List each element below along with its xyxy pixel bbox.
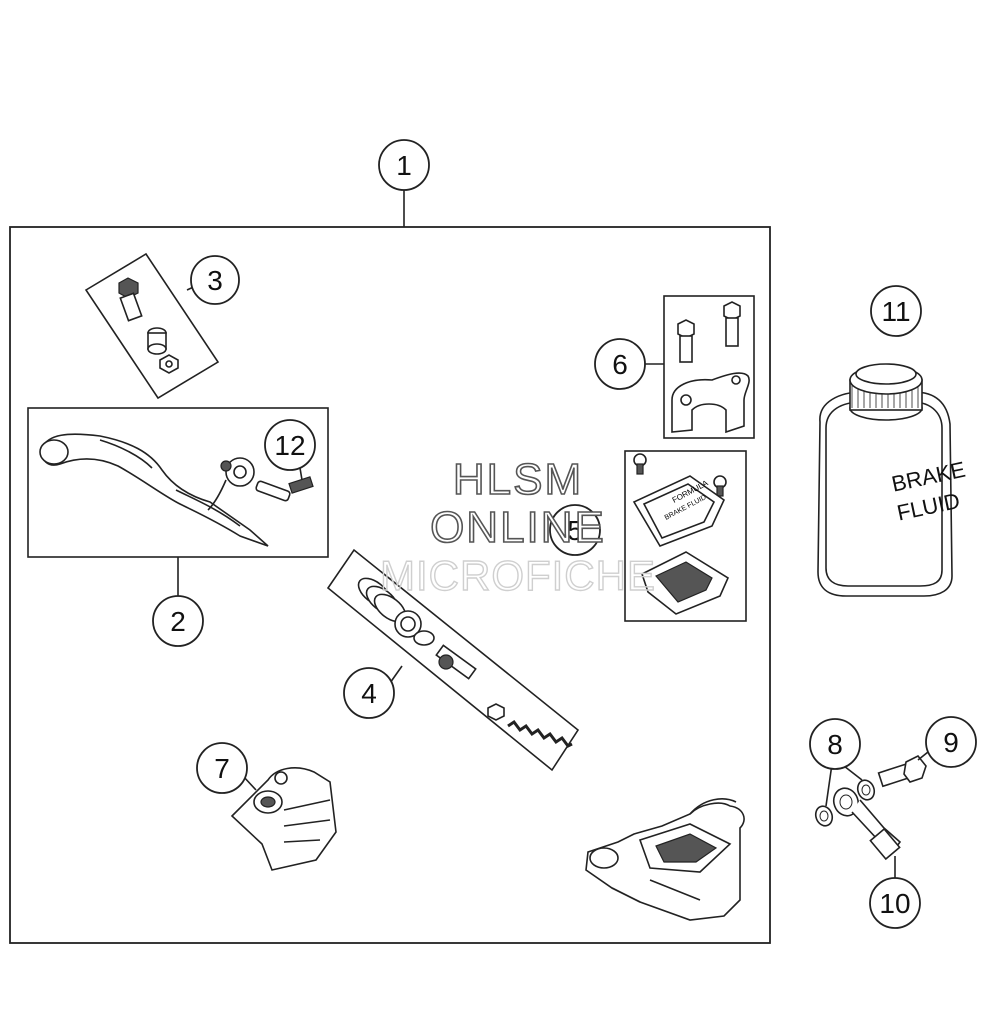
lever-protector-icon[interactable] <box>230 767 337 871</box>
assembly-frame <box>9 226 771 944</box>
callout-9-label: 9 <box>943 727 959 758</box>
sleeve-3-icon <box>147 327 167 355</box>
callout-2[interactable]: 2 <box>152 595 204 647</box>
copper-washer-icon <box>814 779 876 827</box>
leader-line-4 <box>389 665 403 684</box>
watermark: HLSM ONLINE MICROFICHE <box>379 454 656 600</box>
callout-5-label: 5 <box>567 515 583 546</box>
callout-10-label: 10 <box>879 888 910 919</box>
callout-6[interactable]: 6 <box>594 338 646 390</box>
piston-kit-icon[interactable] <box>354 573 505 721</box>
callout-12[interactable]: 12 <box>264 419 316 471</box>
bolt-3-icon <box>118 277 143 322</box>
callout-8-label: 8 <box>827 729 843 760</box>
spring-icon <box>507 719 573 748</box>
callout-12-label: 12 <box>274 430 305 461</box>
callout-4-label: 4 <box>361 678 377 709</box>
leader-line-8b <box>843 765 863 781</box>
leader-line-12 <box>299 467 303 481</box>
part-5-cap-box <box>624 450 747 622</box>
cap-screws-icon <box>633 453 727 497</box>
callout-7[interactable]: 7 <box>196 742 248 794</box>
clamp-bolts-icon <box>677 301 741 363</box>
diaphragm-icon <box>641 551 730 615</box>
watermark-line2: ONLINE <box>430 503 606 552</box>
nut-3-icon <box>159 354 179 374</box>
callout-5[interactable]: 5 <box>549 504 601 556</box>
callout-10[interactable]: 10 <box>869 877 921 929</box>
part-4-piston-box <box>326 548 580 772</box>
handlebar-clamp-icon[interactable] <box>671 372 750 434</box>
callout-7-label: 7 <box>214 753 230 784</box>
callout-11[interactable]: 11 <box>870 285 922 337</box>
callout-1-label: 1 <box>396 150 412 181</box>
callout-6-label: 6 <box>612 349 628 380</box>
callout-8[interactable]: 8 <box>809 718 861 770</box>
callout-11-label: 11 <box>881 296 910 327</box>
leader-line-9 <box>917 751 929 761</box>
callout-1[interactable]: 1 <box>378 139 430 191</box>
banjo-fitting-icon[interactable] <box>830 785 902 861</box>
leader-line-8a <box>825 763 833 807</box>
watermark-line1: HLSM <box>453 455 583 504</box>
part-3-bolt-kit[interactable] <box>84 252 220 400</box>
watermark-line3: MICROFICHE <box>380 552 656 599</box>
clutch-lever-icon[interactable] <box>39 433 314 547</box>
callout-9[interactable]: 9 <box>925 716 977 768</box>
callout-2-label: 2 <box>170 606 186 637</box>
callout-3[interactable]: 3 <box>190 255 240 305</box>
reservoir-cap-icon[interactable]: FORMULA BRAKE FLUID <box>632 475 726 547</box>
brake-fluid-bottle-icon[interactable]: BRAKE FLUID <box>817 363 968 597</box>
master-cylinder-icon <box>585 798 745 921</box>
part-6-clamp-box <box>663 295 755 439</box>
callout-3-label: 3 <box>207 265 223 296</box>
banjo-bolt-icon[interactable] <box>877 754 927 788</box>
callout-4[interactable]: 4 <box>343 667 395 719</box>
